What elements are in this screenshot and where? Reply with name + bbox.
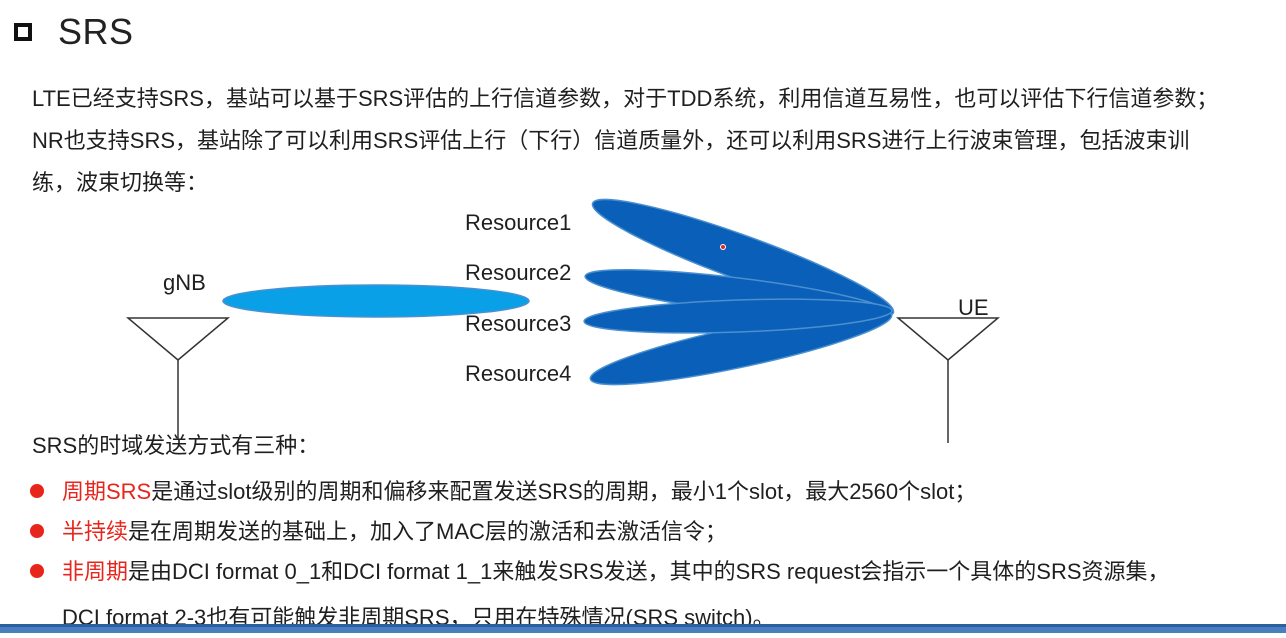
ue-beams	[583, 198, 895, 386]
list-item-highlight: 半持续	[62, 519, 129, 544]
bullet-dot-icon	[30, 524, 44, 538]
beam-diagram: gNB Resource1 Resource2 Resource3 Resour…	[125, 198, 1001, 443]
list-item: 非周期是由DCI format 0_1和DCI format 1_1来触发SRS…	[26, 552, 1276, 592]
resource-label-3: Resource3	[465, 311, 571, 336]
bullet-dot-icon	[30, 484, 44, 498]
resource-label-1: Resource1	[465, 210, 571, 235]
marker-dot-icon	[720, 244, 726, 250]
bottom-bar	[0, 624, 1286, 633]
intro-line-2: NR也支持SRS，基站除了可以利用SRS评估上行（下行）信道质量外，还可以利用S…	[32, 128, 1190, 153]
intro-paragraph: LTE已经支持SRS，基站可以基于SRS评估的上行信道参数，对于TDD系统，利用…	[32, 78, 1272, 204]
bullet-dot-icon	[30, 564, 44, 578]
types-heading: SRS的时域发送方式有三种：	[32, 433, 320, 458]
gnb-beam	[222, 284, 530, 318]
list-item-text: 是由DCI format 0_1和DCI format 1_1来触发SRS发送，…	[128, 559, 1170, 584]
list-item: 半持续是在周期发送的基础上，加入了MAC层的激活和去激活信令；	[26, 512, 1276, 552]
ue-label: UE	[958, 295, 989, 320]
resource-label-2: Resource2	[465, 260, 571, 285]
intro-line-1: LTE已经支持SRS，基站可以基于SRS评估的上行信道参数，对于TDD系统，利用…	[32, 86, 1219, 111]
intro-line-3: 练，波束切换等：	[32, 170, 209, 195]
ue-beam-3	[583, 298, 893, 334]
checkbox-square-icon	[14, 23, 32, 41]
gnb-label: gNB	[163, 270, 206, 295]
page-title: SRS	[58, 11, 134, 52]
list-item-text: 是通过slot级别的周期和偏移来配置发送SRS的周期，最小1个slot，最大25…	[151, 479, 977, 504]
list-item-text: 是在周期发送的基础上，加入了MAC层的激活和去激活信令；	[128, 519, 727, 544]
list-item-highlight: 周期SRS	[62, 479, 152, 504]
ue-antenna-icon	[895, 317, 1001, 443]
video-progress-bar[interactable]	[0, 624, 1286, 627]
list-item: 周期SRS是通过slot级别的周期和偏移来配置发送SRS的周期，最小1个slot…	[26, 472, 1276, 512]
gnb-antenna-icon	[125, 317, 231, 440]
resource-label-4: Resource4	[465, 361, 571, 386]
types-list: 周期SRS是通过slot级别的周期和偏移来配置发送SRS的周期，最小1个slot…	[26, 472, 1276, 592]
title-row: SRS	[14, 10, 134, 54]
list-item-highlight: 非周期	[62, 559, 129, 584]
